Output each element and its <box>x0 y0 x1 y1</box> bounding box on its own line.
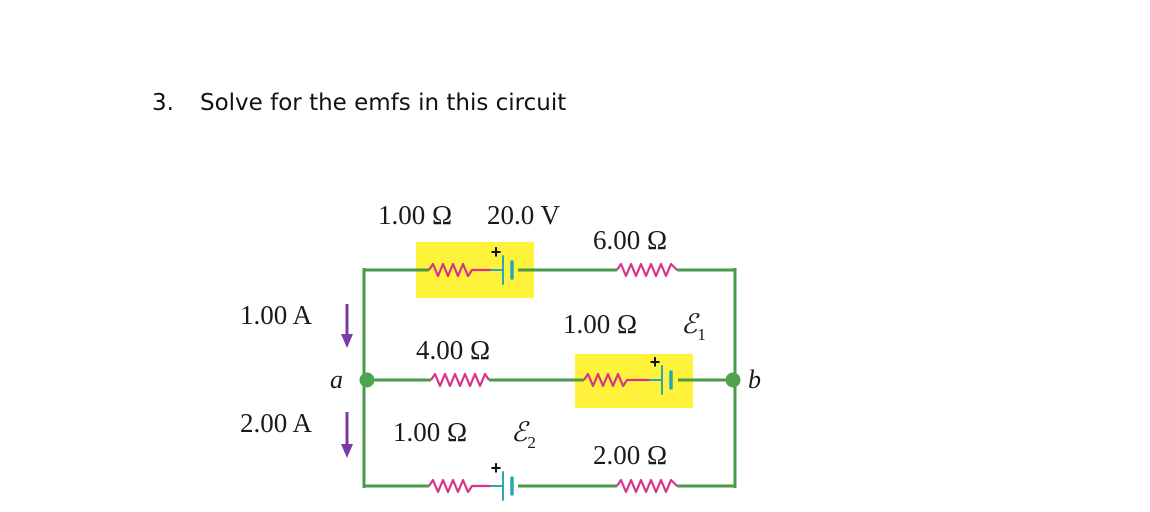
bottom-right-resistor-label: 2.00 Ω <box>593 440 667 470</box>
middle-left-resistor-label: 4.00 Ω <box>416 335 490 365</box>
battery-middle-plus: + <box>650 352 661 372</box>
node-a-label: a <box>330 365 343 394</box>
top-resistor-label: 1.00 Ω <box>378 200 452 230</box>
emf-1-label: ℰ1 <box>681 309 706 344</box>
current-arrow-lower <box>341 412 353 458</box>
bottom-battery-resistor-label: 1.00 Ω <box>393 417 467 447</box>
battery-middle <box>649 365 673 395</box>
battery-bottom <box>490 471 514 501</box>
resistor-middle-left <box>430 372 490 388</box>
question-number: 3. <box>152 90 174 116</box>
top-right-resistor-label: 6.00 Ω <box>593 225 667 255</box>
node-b <box>725 372 741 388</box>
middle-battery-resistor-label: 1.00 Ω <box>563 309 637 339</box>
current-lower-label: 2.00 A <box>240 408 313 438</box>
resistor-top-right <box>616 262 678 278</box>
battery-bottom-plus: + <box>491 458 502 478</box>
resistor-bottom-right <box>616 478 678 494</box>
current-upper-label: 1.00 A <box>240 300 313 330</box>
resistor-middle-battery <box>583 372 650 388</box>
node-b-label: b <box>748 365 761 394</box>
resistor-bottom-battery <box>428 478 491 494</box>
top-emf-label: 20.0 V <box>487 200 561 230</box>
battery-top-plus: + <box>491 242 502 262</box>
node-a <box>359 372 375 388</box>
resistor-top-battery <box>428 262 491 278</box>
question: 3. Solve for the emfs in this circuit <box>152 90 566 116</box>
current-arrow-upper <box>341 304 353 348</box>
emf-2-label: ℰ2 <box>511 417 536 452</box>
question-text: Solve for the emfs in this circuit <box>200 90 567 116</box>
battery-top <box>490 255 514 285</box>
